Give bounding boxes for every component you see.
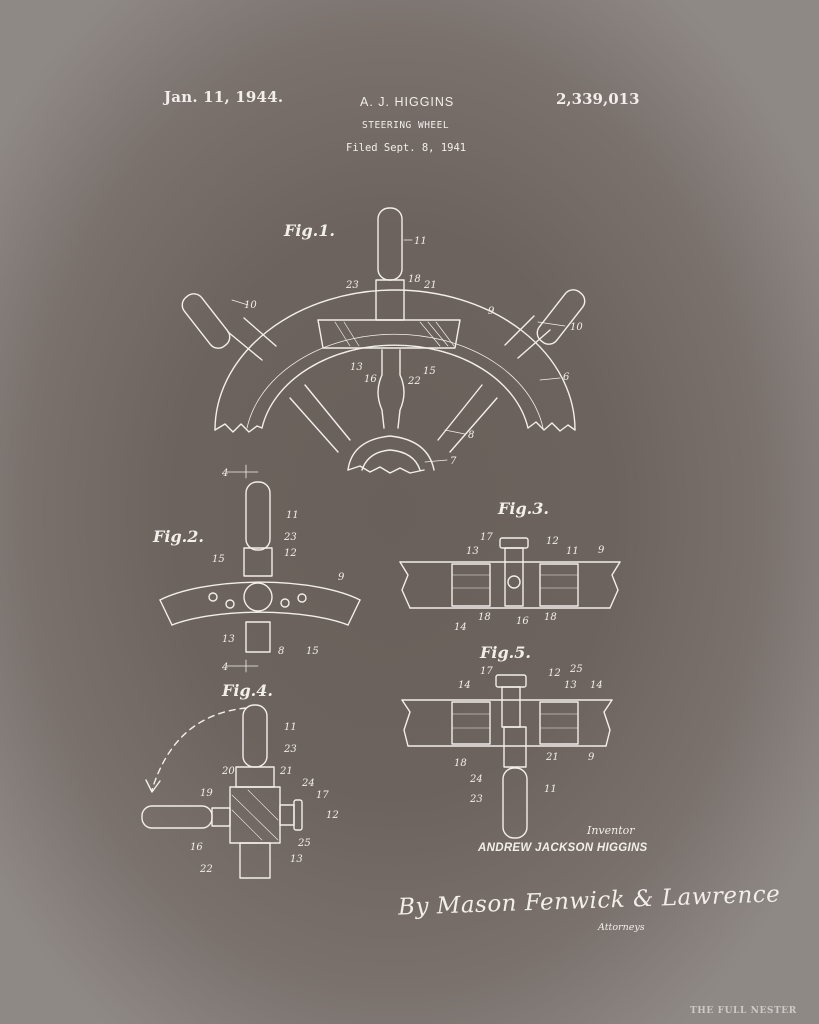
ref-numeral: 16 bbox=[190, 842, 203, 853]
ref-numeral: 20 bbox=[221, 766, 235, 777]
ref-numeral: 23 bbox=[469, 794, 483, 805]
ref-numeral: 18 bbox=[408, 274, 421, 285]
ref-numeral: 12 bbox=[326, 810, 339, 821]
ref-numeral: 24 bbox=[301, 778, 315, 789]
figure-1-wheel bbox=[181, 207, 586, 474]
fig-4-label: Fig.4. bbox=[221, 681, 273, 700]
ref-numeral: 13 bbox=[350, 362, 363, 373]
ref-numeral: 12 bbox=[284, 548, 297, 559]
ref-numeral: 21 bbox=[545, 752, 559, 763]
figure-2-detail bbox=[159, 464, 361, 673]
ref-numeral: 11 bbox=[414, 236, 427, 247]
ref-numeral: 23 bbox=[345, 280, 359, 291]
patent-date: Jan. 11, 1944. bbox=[164, 88, 284, 106]
ref-numeral: 16 bbox=[364, 374, 377, 385]
ref-numeral: 13 bbox=[564, 680, 577, 691]
patent-title: STEERING WHEEL bbox=[362, 120, 450, 131]
ref-numeral: 23 bbox=[283, 744, 297, 755]
ref-numeral: 21 bbox=[423, 280, 437, 291]
ref-numeral: 15 bbox=[212, 554, 225, 565]
ref-numeral: 13 bbox=[222, 634, 235, 645]
ref-numeral: 9 bbox=[588, 752, 595, 763]
ref-numeral: 25 bbox=[297, 838, 311, 849]
ref-numeral: 18 bbox=[544, 612, 557, 623]
fig-3-label: Fig.3. bbox=[497, 499, 549, 518]
figure-3-section bbox=[399, 537, 621, 609]
figure-5-section bbox=[401, 674, 613, 839]
ref-numeral: 14 bbox=[458, 680, 471, 691]
ref-numeral: 8 bbox=[468, 430, 474, 441]
ref-numeral: 8 bbox=[278, 646, 284, 657]
inventor-label: Inventor bbox=[587, 824, 635, 837]
ref-numeral: 17 bbox=[480, 666, 493, 677]
ref-numeral: 12 bbox=[548, 668, 561, 679]
ref-numeral: 4 bbox=[221, 662, 228, 673]
ref-numeral: 14 bbox=[590, 680, 603, 691]
ref-numeral: 18 bbox=[454, 758, 467, 769]
ref-numeral: 21 bbox=[279, 766, 293, 777]
filed-date: Filed Sept. 8, 1941 bbox=[346, 142, 467, 154]
ref-numeral: 17 bbox=[480, 532, 493, 543]
ref-numeral: 7 bbox=[450, 456, 457, 467]
ref-numeral: 15 bbox=[306, 646, 319, 657]
ref-numeral: 4 bbox=[221, 468, 228, 479]
ref-numeral: 22 bbox=[407, 376, 421, 387]
fig-1-label: Fig.1. bbox=[283, 221, 335, 240]
attorneys-label: Attorneys bbox=[598, 922, 645, 933]
ref-numeral: 23 bbox=[283, 532, 297, 543]
ref-numeral: 11 bbox=[544, 784, 557, 795]
ref-numeral: 22 bbox=[199, 864, 213, 875]
ref-numeral: 12 bbox=[546, 536, 559, 547]
ref-numeral: 13 bbox=[290, 854, 303, 865]
ref-numeral: 16 bbox=[516, 616, 529, 627]
ref-numeral: 17 bbox=[316, 790, 329, 801]
inventor-name: ANDREW JACKSON HIGGINS bbox=[478, 842, 648, 854]
ref-numeral: 10 bbox=[244, 300, 257, 311]
ref-numeral: 10 bbox=[570, 322, 583, 333]
ref-numeral: 9 bbox=[598, 545, 605, 556]
ref-numeral: 9 bbox=[488, 306, 495, 317]
fig-2-label: Fig.2. bbox=[152, 527, 204, 546]
ref-numeral: 19 bbox=[200, 788, 213, 799]
ref-numeral: 24 bbox=[469, 774, 483, 785]
inventor-header: A. J. HIGGINS bbox=[360, 95, 455, 109]
ref-numeral: 11 bbox=[284, 722, 297, 733]
figure-4-section bbox=[141, 704, 303, 879]
fig-5-label: Fig.5. bbox=[479, 643, 531, 662]
ref-numeral: 9 bbox=[338, 572, 345, 583]
ref-numeral: 11 bbox=[566, 546, 579, 557]
patent-number: 2,339,013 bbox=[556, 90, 640, 108]
ref-numeral: 13 bbox=[466, 546, 479, 557]
ref-numeral: 6 bbox=[563, 372, 570, 383]
ref-numeral: 15 bbox=[423, 366, 436, 377]
ref-numeral: 18 bbox=[478, 612, 491, 623]
ref-numeral: 25 bbox=[569, 664, 583, 675]
watermark: THE FULL NESTER bbox=[690, 1006, 797, 1016]
ref-numeral: 14 bbox=[454, 622, 467, 633]
ref-numeral: 11 bbox=[286, 510, 299, 521]
